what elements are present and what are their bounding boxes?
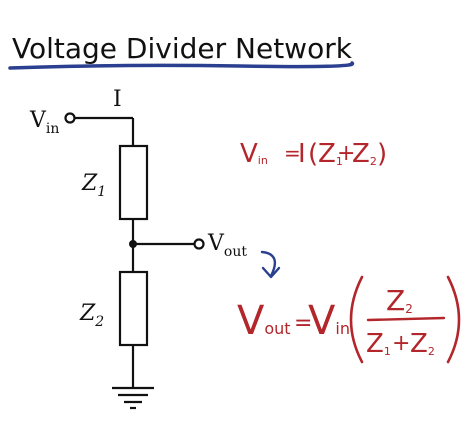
eq2-numerator: Z2 bbox=[386, 284, 413, 317]
title-underline bbox=[8, 61, 355, 70]
eq1-current: I bbox=[298, 139, 306, 169]
vout-label: Vout bbox=[207, 231, 247, 260]
eq2-left-paren bbox=[349, 275, 364, 364]
eq1-z1: Z1 bbox=[318, 139, 343, 169]
down-arrow-icon bbox=[260, 250, 281, 279]
eq1-open-paren: ( bbox=[308, 139, 318, 169]
eq2-equals: = bbox=[294, 311, 312, 336]
vin-label: Vin bbox=[29, 108, 59, 137]
z1-resistor bbox=[118, 144, 149, 221]
eq2-vin: Vin bbox=[308, 298, 350, 344]
eq1-z2: Z2 bbox=[352, 139, 377, 169]
eq1-close-paren: ) bbox=[377, 139, 387, 169]
circuit bbox=[64, 112, 205, 410]
junction-dot bbox=[129, 240, 137, 248]
z2-label: Z2 bbox=[79, 301, 104, 330]
ground-icon bbox=[112, 386, 154, 410]
page-title: Voltage Divider Network bbox=[12, 32, 353, 65]
equation-vout: Vout = Vin Z2 Z1 + Z2 bbox=[237, 275, 461, 364]
eq2-right-paren bbox=[446, 275, 461, 364]
eq1-lhs: Vin bbox=[240, 139, 268, 169]
z1-label: Z1 bbox=[81, 171, 106, 200]
current-label: I bbox=[113, 87, 122, 112]
eq2-lhs: Vout bbox=[237, 298, 291, 344]
eq2-den-plus: + bbox=[392, 331, 410, 356]
equation-vin: Vin = I ( Z1 + Z2 ) bbox=[240, 139, 387, 169]
eq2-fraction-bar bbox=[366, 316, 446, 322]
vin-terminal bbox=[64, 112, 76, 124]
eq2-den-z2: Z2 bbox=[410, 329, 435, 359]
eq1-plus: + bbox=[337, 141, 355, 166]
vout-terminal bbox=[193, 238, 205, 250]
z2-resistor bbox=[118, 270, 149, 347]
eq2-den-z1: Z1 bbox=[366, 329, 391, 359]
eq1-equals: = bbox=[284, 141, 301, 165]
